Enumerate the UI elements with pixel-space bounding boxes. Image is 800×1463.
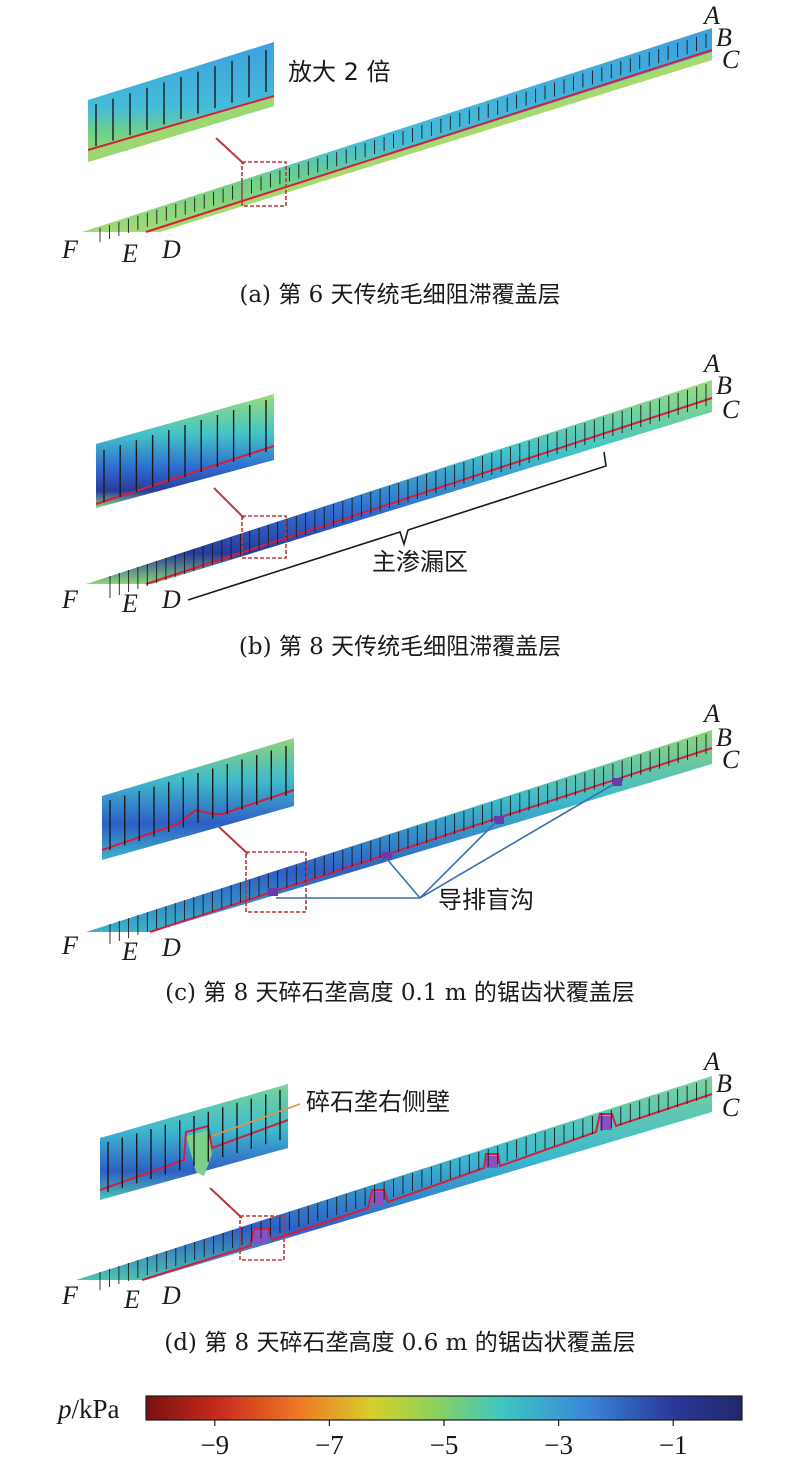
inset-vectors-b [103,400,267,502]
inset-vectors-c [109,746,287,850]
colorbar-tick-label: −1 [659,1430,688,1460]
inset-a-interface [87,95,275,151]
label-D-d: D [161,1281,181,1310]
panel-b: 主渗漏区 A B C F E D (b) 第 8 天传统毛细阻滞覆盖层 [61,349,740,660]
flow-vectors-c [109,734,707,944]
slope-body-d [76,1076,712,1280]
label-E-d: E [123,1285,140,1314]
caption-b: (b) 第 8 天传统毛细阻滞覆盖层 [239,634,561,660]
zoom-box-c [245,851,307,913]
colorbar-label: p/kPa [56,1394,120,1424]
zoom-leader-b [213,487,245,519]
label-B-c: B [716,723,732,752]
label-E-b: E [121,589,138,618]
panel-a: 放大 2 倍 A B C F E D (a) 第 6 天传统毛细阻滞覆盖层 [61,1,740,308]
inset-vectors-a [95,50,267,146]
colorbar-label-italic: p [56,1394,72,1424]
label-C-a: C [722,45,740,74]
zone-note-b: 主渗漏区 [372,548,468,576]
colorbar: p/kPa −9 −7 −5 −3 −1 [56,1394,743,1460]
colorbar-tick-label: −9 [200,1430,229,1460]
ditch-leaders [276,783,615,899]
label-C-c: C [722,745,740,774]
ditch-note-c: 导排盲沟 [438,886,534,914]
colorbar-tick-label: −5 [430,1430,459,1460]
label-A-c: A [702,699,720,728]
label-F-a: F [61,235,79,264]
zoom-box-a [241,161,287,207]
colorbar-tick-label: −7 [315,1430,344,1460]
panel-d: 碎石垄右侧壁 A B C F E D (d) 第 8 天碎石垄高度 0.6 m … [61,1047,740,1356]
slope-body-c [86,730,712,932]
inset-d-interface [99,1119,289,1191]
label-C-d: C [722,1093,740,1122]
zoom-box-d [239,1215,285,1261]
inset-c-interface [101,789,295,851]
zoom-leader-a [215,137,245,165]
label-B-d: B [716,1069,732,1098]
colorbar-tick-label: −3 [544,1430,573,1460]
label-D-c: D [161,933,181,962]
inset-a-base [88,96,274,162]
flow-vectors-b [109,384,707,598]
ditch-markers-c [268,778,622,896]
label-D-a: D [161,235,181,264]
inset-note-a: 放大 2 倍 [288,58,391,86]
caption-c: (c) 第 8 天碎石垄高度 0.1 m 的锯齿状覆盖层 [165,980,635,1006]
label-C-b: C [722,395,740,424]
colorbar-label-unit: /kPa [72,1394,120,1424]
zoom-leader-c [217,825,249,855]
label-B-b: B [716,371,732,400]
wall-leader [211,1103,301,1137]
colorbar-ticks: −9 −7 −5 −3 −1 [200,1420,688,1460]
leakage-zone-brace [187,451,607,601]
label-F-d: F [61,1281,79,1310]
colorbar-gradient [145,1395,743,1421]
label-E-a: E [121,239,138,268]
label-A-d: A [702,1047,720,1076]
flow-vectors-d [99,1080,707,1290]
label-F-c: F [61,931,79,960]
slope-body-b [86,380,712,584]
caption-d: (d) 第 8 天碎石垄高度 0.6 m 的锯齿状覆盖层 [164,1330,636,1356]
label-A-a: A [702,1,720,30]
inset-d-ridge [186,1130,212,1176]
panel-c: 导排盲沟 A B C F E D (c) 第 8 天碎石垄高度 0.1 m 的锯… [61,699,740,1006]
label-A-b: A [702,349,720,378]
interface-line-a [145,49,713,233]
label-D-b: D [161,585,181,614]
slope-body-a [82,28,712,232]
label-E-c: E [121,937,138,966]
label-F-b: F [61,585,79,614]
wall-note-d: 碎石垄右侧壁 [306,1088,450,1116]
flow-vectors-a [99,34,707,242]
zoom-box-b [241,515,287,559]
label-B-a: B [716,23,732,52]
caption-a: (a) 第 6 天传统毛细阻滞覆盖层 [239,282,560,308]
zoom-leader-d [209,1187,243,1219]
